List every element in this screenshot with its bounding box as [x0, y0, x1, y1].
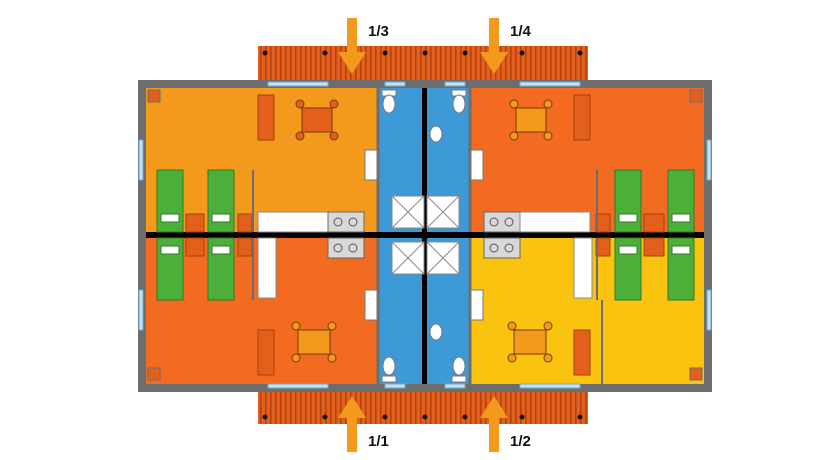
unit-label-1-1: 1/1 [368, 433, 389, 450]
unit-label-1-4: 1/4 [510, 23, 532, 40]
entrance-arrow-1-4 [480, 18, 508, 74]
nightstand [185, 213, 665, 257]
entrance-arrow-1-1 [338, 396, 366, 452]
kitchen-counter [257, 211, 593, 299]
sink-icon [364, 149, 484, 321]
wardrobe [257, 94, 591, 376]
unit-label-1-3: 1/3 [368, 23, 389, 40]
terrace-top [258, 46, 588, 82]
dining-table-icon [291, 99, 553, 363]
shower-icon [391, 195, 460, 275]
unit-label-1-2: 1/2 [510, 433, 531, 450]
toilet-icon [381, 89, 467, 383]
party-wall [146, 232, 704, 238]
entrance-arrow-1-3 [338, 18, 366, 74]
window [138, 81, 712, 389]
corner-column [147, 89, 703, 381]
terrace-bottom [258, 388, 588, 424]
bed-icon [156, 169, 695, 301]
entrance-arrow-1-2 [480, 396, 508, 452]
partition-wall [252, 170, 603, 384]
